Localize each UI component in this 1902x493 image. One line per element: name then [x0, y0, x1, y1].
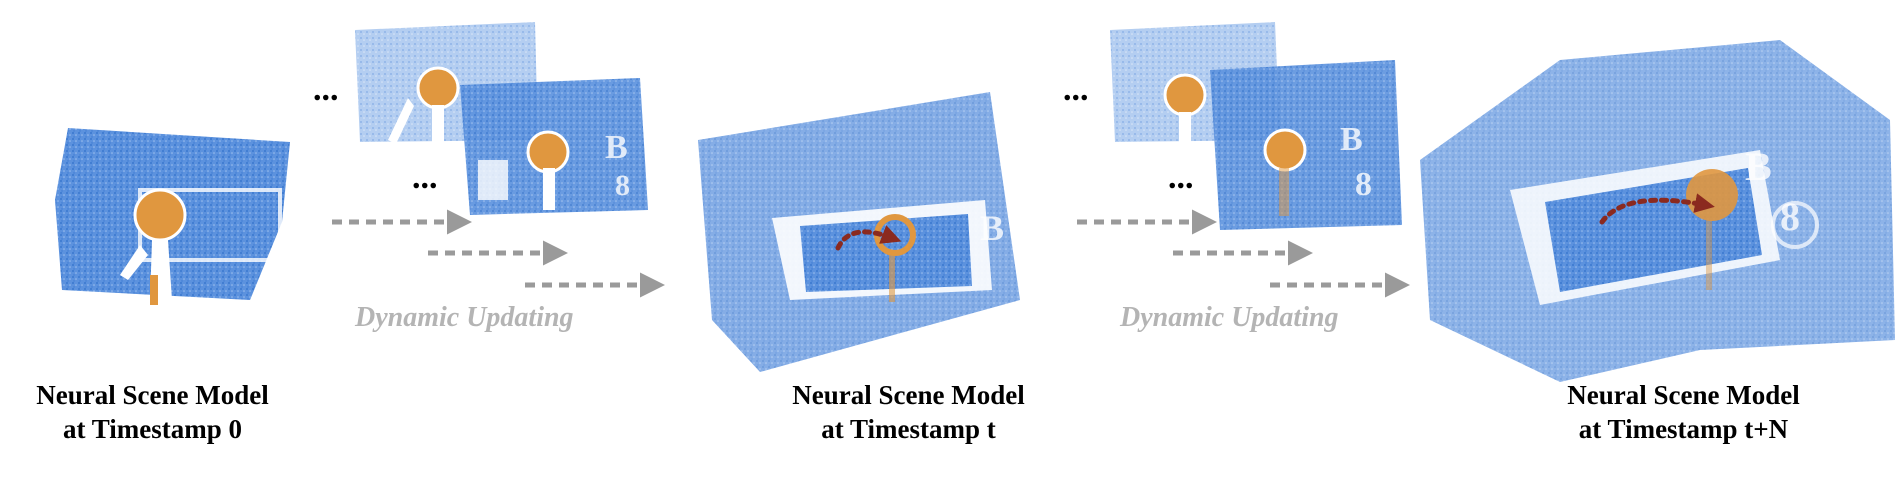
caption-timestamp-t: Neural Scene Model at Timestamp t	[756, 378, 1061, 446]
caption-timestamp-0-line2: at Timestamp 0	[62, 414, 242, 444]
frames-transition-2: B 8	[1110, 22, 1402, 230]
caption-timestamp-0: Neural Scene Model at Timestamp 0	[0, 378, 305, 446]
ellipsis-1b: ...	[412, 159, 438, 196]
caption-timestamp-t-plus-n: Neural Scene Model at Timestamp t+N	[1531, 378, 1836, 446]
dynamic-updating-label-2: Dynamic Updating	[1120, 302, 1339, 333]
svg-text:B: B	[1745, 144, 1772, 189]
svg-text:8: 8	[615, 169, 630, 202]
caption-timestamp-t-line1: Neural Scene Model	[792, 380, 1025, 410]
frames-transition-1: B 8	[355, 22, 648, 215]
svg-text:8: 8	[1355, 166, 1372, 203]
caption-timestamp-0-line1: Neural Scene Model	[36, 380, 269, 410]
point-cloud-timestamp-t-plus-n: B 8	[1420, 40, 1895, 382]
svg-text:B: B	[980, 208, 1004, 248]
dynamic-updating-label-1: Dynamic Updating	[355, 302, 574, 333]
ellipsis-1a: ...	[313, 71, 339, 108]
caption-timestamp-t-plus-n-line2: at Timestamp t+N	[1578, 414, 1789, 444]
trajectory-arrow-t	[835, 225, 902, 251]
svg-text:8: 8	[1780, 194, 1800, 239]
update-arrows-1	[332, 209, 665, 298]
point-cloud-timestamp-0	[55, 128, 290, 305]
ellipsis-2a: ...	[1063, 71, 1089, 108]
caption-timestamp-t-line2: at Timestamp t	[821, 414, 996, 444]
trajectory-arrow-t-plus-n	[1599, 193, 1715, 225]
svg-text:B: B	[1340, 121, 1363, 158]
ellipsis-2b: ...	[1168, 159, 1194, 196]
update-arrows-2	[1077, 209, 1410, 298]
svg-text:B: B	[605, 129, 628, 166]
caption-timestamp-t-plus-n-line1: Neural Scene Model	[1567, 380, 1800, 410]
